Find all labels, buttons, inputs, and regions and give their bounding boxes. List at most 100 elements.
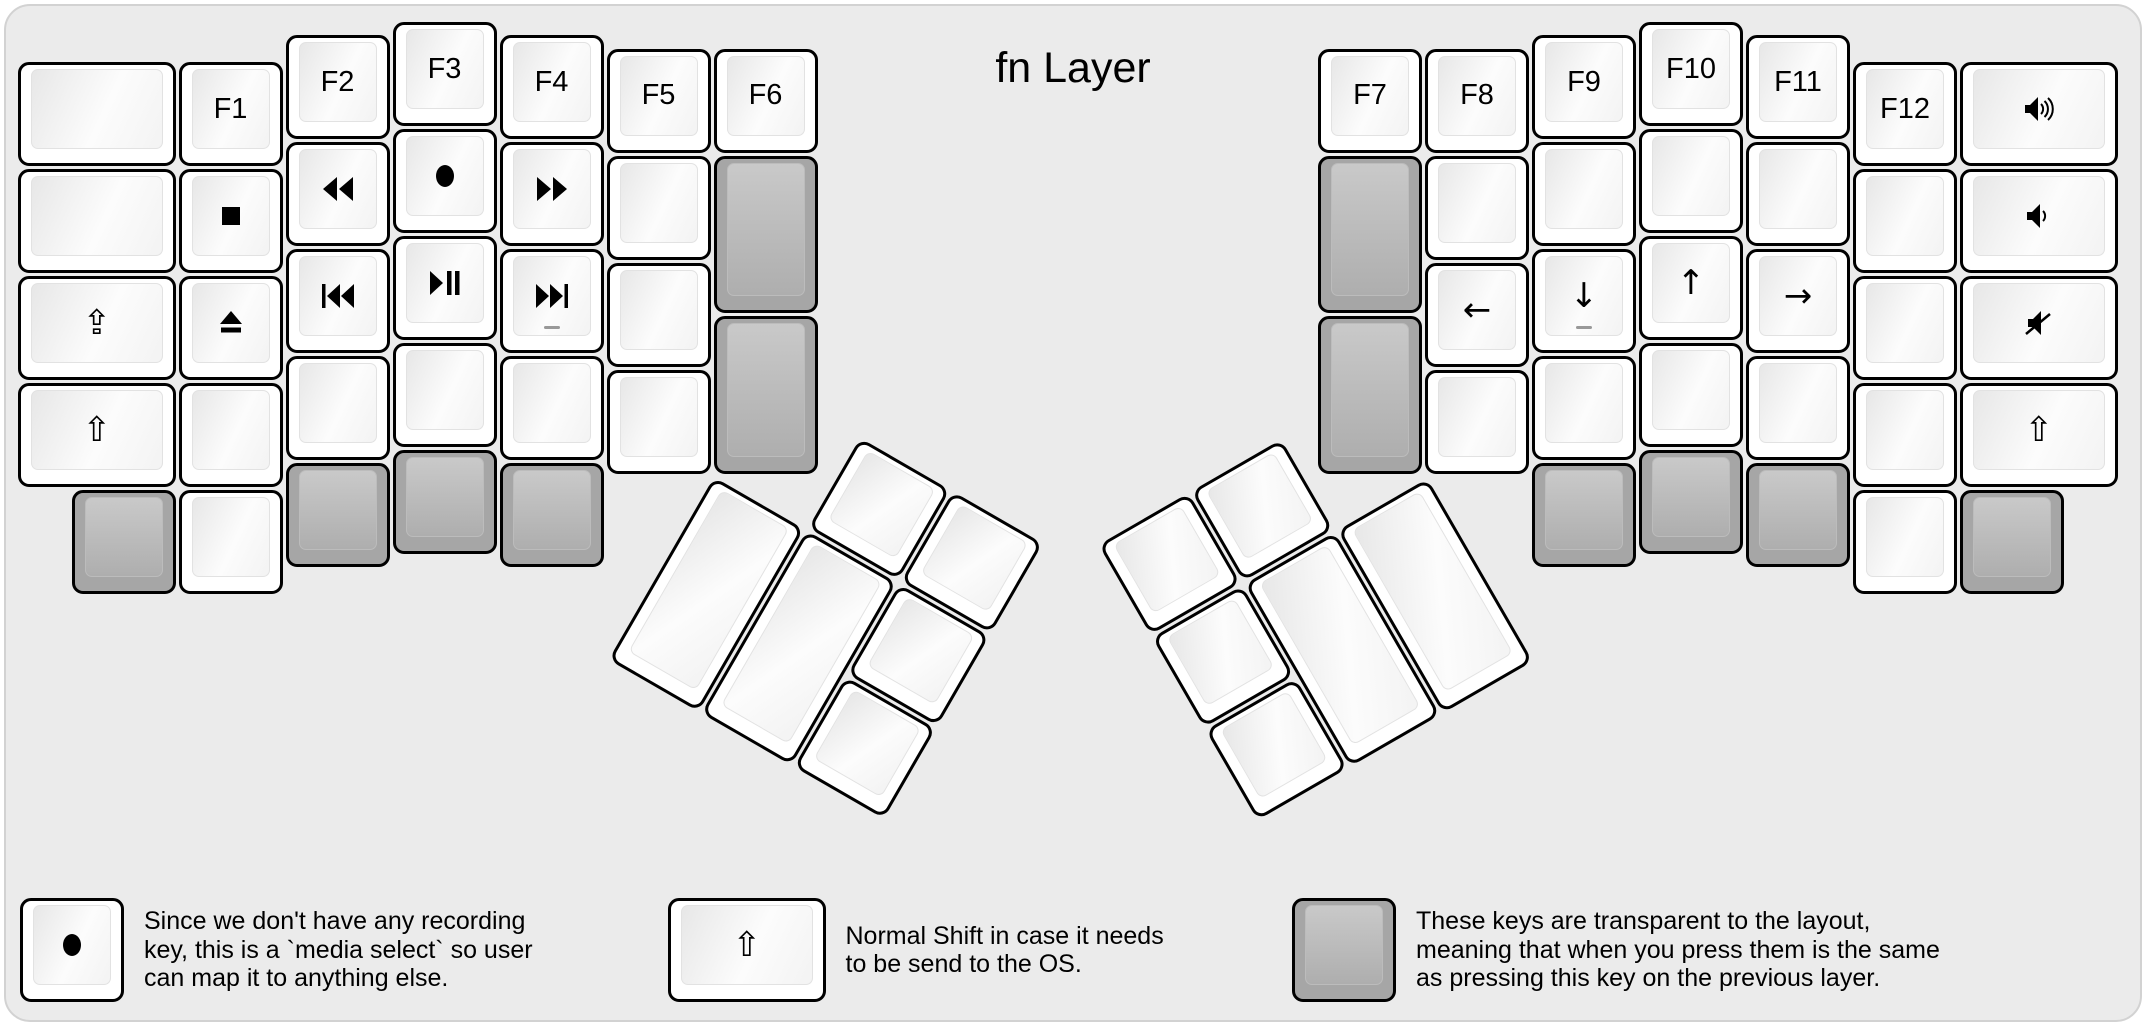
record-icon bbox=[55, 928, 89, 962]
key-blank[interactable] bbox=[1746, 142, 1850, 247]
keycap-top bbox=[827, 450, 935, 559]
keycap-top bbox=[512, 363, 591, 444]
key-f9[interactable]: F9 bbox=[1532, 35, 1636, 140]
keycap-top: F11 bbox=[1759, 42, 1837, 123]
key-blank[interactable] bbox=[606, 155, 711, 260]
key-transparent[interactable] bbox=[1960, 490, 2064, 595]
prev-track-icon bbox=[320, 281, 356, 311]
keycap-top bbox=[619, 162, 698, 243]
key-blank[interactable] bbox=[1746, 356, 1850, 461]
eject-icon bbox=[214, 306, 248, 340]
key-transparent[interactable] bbox=[1746, 463, 1850, 568]
key-arrow-left[interactable]: ← bbox=[1425, 262, 1529, 367]
key-fast-forward[interactable] bbox=[499, 142, 604, 247]
key-rewind[interactable] bbox=[285, 142, 390, 247]
shift-symbol: ⇧ bbox=[732, 925, 762, 965]
key-media-select[interactable] bbox=[392, 129, 497, 233]
key-blank[interactable] bbox=[1639, 129, 1743, 233]
key-transparent[interactable] bbox=[1639, 450, 1743, 554]
next-track-icon bbox=[534, 281, 570, 311]
key-volume-down[interactable] bbox=[1960, 169, 2118, 274]
key-blank[interactable] bbox=[1853, 490, 1957, 595]
keycap-top bbox=[726, 162, 805, 297]
key-shift[interactable]: ⇧ bbox=[18, 383, 176, 488]
record-icon bbox=[428, 159, 462, 193]
key-blank[interactable] bbox=[1425, 155, 1529, 260]
key-f3[interactable]: F3 bbox=[392, 22, 497, 126]
key-blank[interactable] bbox=[499, 356, 604, 461]
key-play-pause[interactable] bbox=[392, 236, 497, 340]
key-transparent[interactable] bbox=[1318, 316, 1422, 474]
legend-text-line: Since we don't have any recording bbox=[144, 907, 526, 936]
keycap-top bbox=[1438, 162, 1516, 243]
key-blank[interactable] bbox=[1853, 276, 1957, 381]
key-blank[interactable] bbox=[18, 169, 176, 274]
key-blank[interactable] bbox=[1639, 343, 1743, 447]
key-transparent[interactable] bbox=[713, 155, 818, 314]
key-f2[interactable]: F2 bbox=[285, 35, 390, 140]
key-transparent[interactable] bbox=[1532, 463, 1636, 568]
key-f6[interactable]: F6 bbox=[713, 48, 818, 153]
legend-item-media-select: Since we don't have any recording key, t… bbox=[20, 898, 533, 1002]
key-f11[interactable]: F11 bbox=[1746, 35, 1850, 140]
key-next-track[interactable] bbox=[499, 249, 604, 354]
key-caps-lock[interactable]: ⇪ bbox=[18, 276, 176, 381]
key-mute[interactable] bbox=[1960, 276, 2118, 381]
shift-symbol: ⇧ bbox=[82, 410, 112, 451]
key-blank[interactable] bbox=[1425, 369, 1529, 474]
key-stop[interactable] bbox=[178, 169, 283, 274]
key-transparent[interactable] bbox=[1318, 155, 1422, 314]
key-f12[interactable]: F12 bbox=[1853, 62, 1957, 167]
keycap-top: F1 bbox=[191, 69, 270, 150]
key-f5[interactable]: F5 bbox=[606, 48, 711, 153]
key-transparent[interactable] bbox=[285, 463, 390, 568]
key-blank[interactable] bbox=[606, 262, 711, 367]
keycap-top bbox=[298, 256, 377, 337]
key-eject[interactable] bbox=[178, 276, 283, 381]
key-transparent[interactable] bbox=[71, 490, 176, 595]
volume-up-icon bbox=[2022, 94, 2056, 124]
keycap-top bbox=[31, 69, 163, 150]
keycap-top: F12 bbox=[1866, 69, 1944, 150]
key-prev-track[interactable] bbox=[285, 249, 390, 354]
key-f7[interactable]: F7 bbox=[1318, 48, 1422, 153]
key-blank[interactable] bbox=[1853, 383, 1957, 488]
key-transparent[interactable] bbox=[499, 463, 604, 568]
keycap-top bbox=[1652, 136, 1730, 216]
key-blank[interactable] bbox=[178, 383, 283, 488]
key-label: F1 bbox=[213, 92, 248, 125]
key-blank[interactable] bbox=[1853, 169, 1957, 274]
legend-text-line: meaning that when you press them is the … bbox=[1416, 935, 1940, 964]
keycap-top: F10 bbox=[1652, 29, 1730, 109]
key-blank[interactable] bbox=[18, 62, 176, 167]
key-arrow-right[interactable]: → bbox=[1746, 249, 1850, 354]
key-volume-up[interactable] bbox=[1960, 62, 2118, 167]
key-label: F8 bbox=[1460, 79, 1494, 112]
legend-item-transparent: These keys are transparent to the layout… bbox=[1292, 898, 1940, 1002]
keycap-top bbox=[1973, 283, 2105, 364]
keycap-top bbox=[1759, 470, 1837, 551]
key-arrow-down[interactable]: ↓ bbox=[1532, 249, 1636, 354]
key-blank[interactable] bbox=[1532, 356, 1636, 461]
key-f4[interactable]: F4 bbox=[499, 35, 604, 140]
keycap-top: F7 bbox=[1331, 55, 1409, 136]
key-transparent[interactable] bbox=[713, 316, 818, 474]
key-transparent[interactable] bbox=[392, 450, 497, 554]
key-f10[interactable]: F10 bbox=[1639, 22, 1743, 126]
key-f8[interactable]: F8 bbox=[1425, 48, 1529, 153]
key-blank[interactable] bbox=[392, 343, 497, 447]
key-f1[interactable]: F1 bbox=[178, 62, 283, 167]
key-blank[interactable] bbox=[606, 369, 711, 474]
key-shift[interactable]: ⇧ bbox=[1960, 383, 2118, 488]
key-label: F7 bbox=[1353, 79, 1387, 112]
keycap-top bbox=[1973, 69, 2105, 150]
key-blank[interactable] bbox=[178, 490, 283, 595]
keycap-top bbox=[1545, 363, 1623, 444]
legend-key-shift: ⇧ bbox=[668, 898, 826, 1002]
key-blank[interactable] bbox=[1532, 142, 1636, 247]
key-blank[interactable] bbox=[285, 356, 390, 461]
key-arrow-up[interactable]: ↑ bbox=[1639, 236, 1743, 340]
keycap-top bbox=[1973, 176, 2105, 257]
keycap-top: ⇧ bbox=[681, 905, 813, 985]
keycap-top: F8 bbox=[1438, 55, 1516, 136]
